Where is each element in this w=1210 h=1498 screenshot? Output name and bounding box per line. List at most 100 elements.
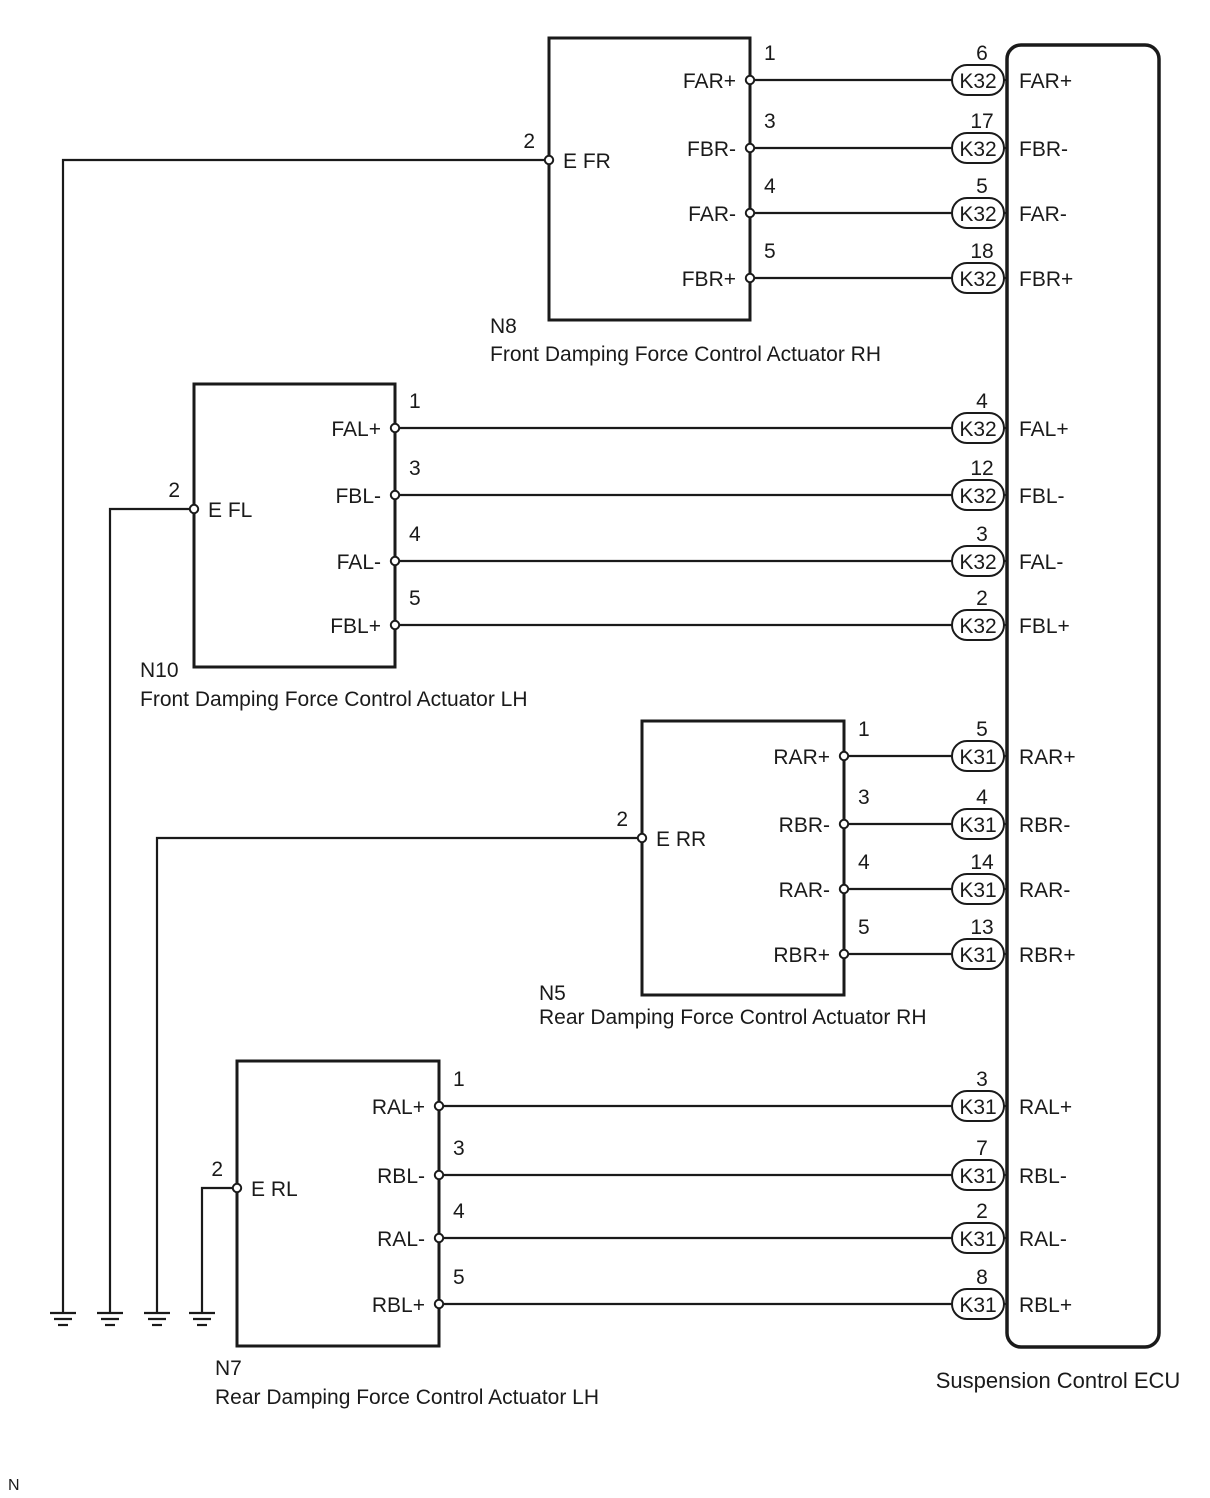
actuator-n10-ground-pin-number: 2 xyxy=(168,479,180,502)
ecu-pin-number: 2 xyxy=(976,1200,988,1223)
actuator-n8-pin-3 xyxy=(744,272,756,284)
actuator-n5-ground-symbol xyxy=(144,1311,170,1327)
actuator-n5-pin-label: RBR+ xyxy=(773,944,830,967)
actuator-n7-pin-label: RBL+ xyxy=(372,1294,425,1317)
actuator-n8-box xyxy=(547,36,752,322)
actuator-n8-pin-number: 4 xyxy=(764,175,776,198)
actuator-n5-ground-wire xyxy=(155,836,642,1313)
connector-capsule xyxy=(951,132,1005,164)
connector-capsule xyxy=(951,545,1005,577)
actuator-n7-code: N7 xyxy=(215,1357,242,1380)
actuator-n5-ground-label: E RR xyxy=(656,828,706,851)
actuator-n10-code: N10 xyxy=(140,659,179,682)
actuator-n7-pin-number: 3 xyxy=(453,1137,465,1160)
connector-label: K32 xyxy=(959,70,996,93)
connector-capsule xyxy=(951,479,1005,511)
ecu-pin-number: 3 xyxy=(976,523,988,546)
ecu-pin-number: 4 xyxy=(976,390,988,413)
ecu-pin-number: 4 xyxy=(976,786,988,809)
actuator-n8-ground-wire xyxy=(61,158,549,1313)
ecu-terminal-label: FAR+ xyxy=(1019,70,1072,93)
ecu-pin-number: 7 xyxy=(976,1137,988,1160)
connector-label: K31 xyxy=(959,1096,996,1119)
ecu-terminal-label: RAL- xyxy=(1019,1228,1067,1251)
actuator-n7-ground-pin xyxy=(231,1182,243,1194)
actuator-n8-pin-number: 5 xyxy=(764,240,776,263)
actuator-n10-pin-number: 3 xyxy=(409,457,421,480)
actuator-n8-pin-number: 3 xyxy=(764,110,776,133)
actuator-n8-name: Front Damping Force Control Actuator RH xyxy=(490,343,881,366)
ecu-terminal-label: RBL+ xyxy=(1019,1294,1072,1317)
connector-label: K32 xyxy=(959,485,996,508)
ecu-terminal-label: RAR- xyxy=(1019,879,1070,902)
connector-capsule xyxy=(951,1159,1005,1191)
actuator-n10-name: Front Damping Force Control Actuator LH xyxy=(140,688,528,711)
actuator-n8-pin-label: FAR+ xyxy=(683,70,736,93)
actuator-n8-code: N8 xyxy=(490,315,517,338)
actuator-n10-ground-pin xyxy=(188,503,200,515)
actuator-n5-pin-label: RAR- xyxy=(779,879,830,902)
actuator-n8-pin-number: 1 xyxy=(764,42,776,65)
connector-capsule xyxy=(951,412,1005,444)
ecu-pin-number: 5 xyxy=(976,175,988,198)
connector-label: K31 xyxy=(959,814,996,837)
ecu-terminal-label: RBL- xyxy=(1019,1165,1067,1188)
connector-label: K32 xyxy=(959,138,996,161)
actuator-n5-pin-label: RAR+ xyxy=(773,746,830,769)
actuator-n7-pin-2 xyxy=(433,1232,445,1244)
actuator-n10-pin-number: 1 xyxy=(409,390,421,413)
connector-capsule xyxy=(951,1222,1005,1254)
ecu-pin-number: 12 xyxy=(970,457,993,480)
ecu-pin-number: 18 xyxy=(970,240,993,263)
actuator-n5-code: N5 xyxy=(539,982,566,1005)
actuator-n10-pin-label: FBL+ xyxy=(330,615,381,638)
actuator-n10-pin-number: 5 xyxy=(409,587,421,610)
suspension-ecu-box xyxy=(1005,43,1161,1349)
actuator-n5-box xyxy=(640,719,846,997)
connector-capsule xyxy=(951,808,1005,840)
actuator-n7-ground-wire xyxy=(200,1186,237,1313)
ecu-label: Suspension Control ECU xyxy=(936,1368,1181,1393)
ecu-pin-number: 17 xyxy=(970,110,993,133)
ecu-terminal-label: FBR- xyxy=(1019,138,1068,161)
actuator-n8-pin-label: FBR- xyxy=(687,138,736,161)
actuator-n5-pin-number: 1 xyxy=(858,718,870,741)
actuator-n8-pin-0 xyxy=(744,74,756,86)
actuator-n7-pin-1 xyxy=(433,1169,445,1181)
footer-mark: N xyxy=(8,1477,20,1494)
actuator-n10-box xyxy=(192,382,397,669)
actuator-n10-pin-label: FAL- xyxy=(337,551,381,574)
actuator-n10-pin-2 xyxy=(389,555,401,567)
wires-layer xyxy=(61,78,1007,1313)
actuator-n5-pin-1 xyxy=(838,818,850,830)
actuator-n10-pin-3 xyxy=(389,619,401,631)
connector-capsule xyxy=(951,1090,1005,1122)
actuator-n7-ground-symbol xyxy=(189,1311,215,1327)
connector-capsule xyxy=(951,64,1005,96)
connector-label: K31 xyxy=(959,746,996,769)
actuator-n5-ground-pin xyxy=(636,832,648,844)
actuator-n7-box xyxy=(235,1059,441,1348)
ecu-pin-number: 13 xyxy=(970,916,993,939)
ecu-terminal-label: FBL+ xyxy=(1019,615,1070,638)
ecu-pin-number: 8 xyxy=(976,1266,988,1289)
connector-label: K31 xyxy=(959,944,996,967)
connector-capsule xyxy=(951,740,1005,772)
actuator-n8-ground-symbol xyxy=(50,1311,76,1327)
actuator-n8-pin-label: FBR+ xyxy=(682,268,736,291)
components-layer xyxy=(50,36,1161,1349)
ecu-terminal-label: RBR- xyxy=(1019,814,1070,837)
connector-label: K32 xyxy=(959,418,996,441)
connector-capsule xyxy=(951,262,1005,294)
actuator-n7-pin-number: 4 xyxy=(453,1200,465,1223)
connector-capsule xyxy=(951,938,1005,970)
actuator-n5-pin-number: 4 xyxy=(858,851,870,874)
actuator-n10-ground-label: E FL xyxy=(208,499,252,522)
actuator-n8-ground-pin xyxy=(543,154,555,166)
actuator-n7-ground-label: E RL xyxy=(251,1178,298,1201)
actuator-n10-ground-symbol xyxy=(97,1311,123,1327)
actuator-n7-pin-number: 5 xyxy=(453,1266,465,1289)
actuator-n5-pin-number: 5 xyxy=(858,916,870,939)
